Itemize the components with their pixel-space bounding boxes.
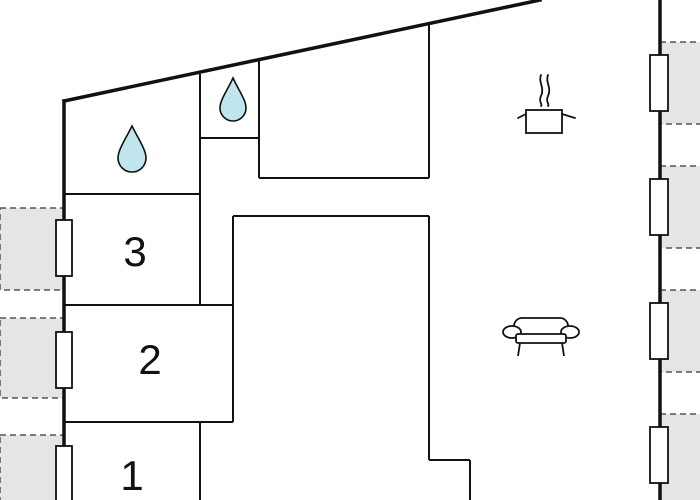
water-drop-icon — [117, 124, 147, 173]
window — [649, 426, 669, 484]
balcony-left-3 — [0, 434, 65, 500]
wall-top-slanted — [61, 0, 543, 104]
balcony-left-1 — [0, 207, 65, 291]
window — [649, 54, 669, 112]
cooking-pot-icon — [517, 74, 576, 134]
room-label-2: 2 — [138, 336, 161, 383]
exterior-areas — [0, 41, 700, 500]
room-label-3: 3 — [123, 228, 146, 275]
window — [649, 302, 669, 360]
window — [55, 445, 73, 500]
window — [649, 178, 669, 236]
window — [55, 331, 73, 389]
water-drop-icon — [219, 76, 247, 122]
outer-walls — [61, 0, 662, 500]
sofa-icon — [502, 317, 580, 357]
balcony-left-2 — [0, 317, 65, 399]
interior-walls — [64, 24, 471, 500]
windows — [55, 54, 669, 500]
window — [55, 219, 73, 277]
room-label-1: 1 — [120, 452, 143, 499]
